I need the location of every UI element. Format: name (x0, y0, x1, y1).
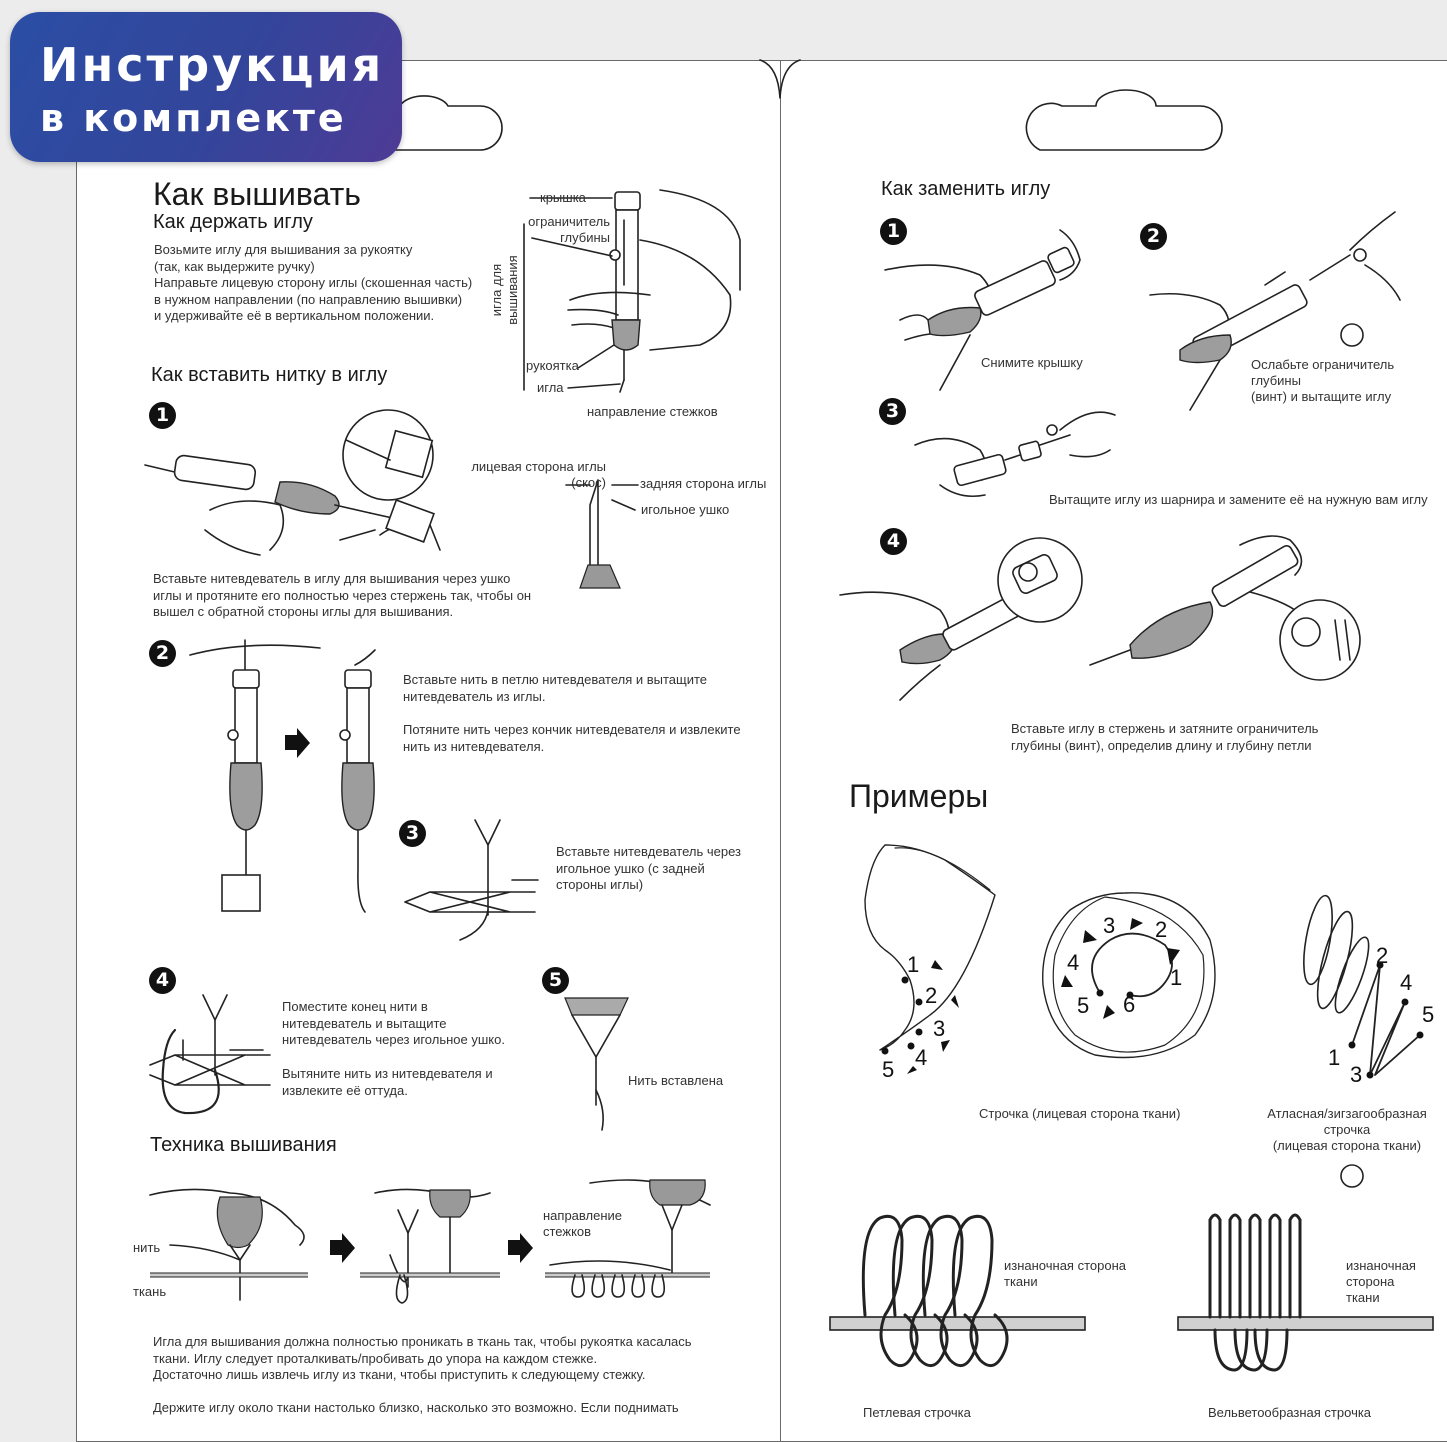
step-3-text: Вставьте нитевдеватель через игольное уш… (556, 844, 766, 894)
thread-heading: Как вставить нитку в иглу (151, 364, 387, 387)
step-4-illustration (145, 990, 275, 1120)
label-direction: направление стежков (587, 404, 718, 420)
step-3-illustration (400, 820, 545, 945)
step-1-illustration (140, 410, 460, 560)
zigzag-num-1: 1 (1328, 1045, 1340, 1070)
label-fabric: ткань (133, 1284, 166, 1300)
technique-text-1: Игла для вышивания должна полностью прон… (153, 1334, 753, 1384)
zigzag-num-3: 3 (1350, 1062, 1362, 1087)
step-5-illustration (560, 995, 640, 1135)
label-handle: рукоятка (526, 358, 579, 374)
loop-stitch-example (830, 1210, 1090, 1380)
replace-step-1-caption: Снимите крышку (981, 355, 1083, 371)
step-2-illustration (185, 640, 395, 920)
label-stitch-direction: направление стежков (543, 1208, 622, 1240)
spiral-num-3: 3 (1103, 913, 1115, 938)
step-4-text-1: Поместите конец нити в нитевдеватель и в… (282, 999, 532, 1049)
velvet-stitch-caption: Вельветообразная строчка (1208, 1405, 1371, 1421)
loop-stitch-caption: Петлевая строчка (863, 1405, 971, 1421)
technique-text-2: Держите иглу около ткани настолько близк… (153, 1400, 753, 1417)
spiral-num-2: 2 (1155, 917, 1167, 942)
spiral-num-1: 1 (1170, 965, 1182, 990)
label-thread: нить (133, 1240, 160, 1256)
card-hole-marker-2 (1338, 1162, 1368, 1192)
replace-step-3-caption: Вытащите иглу из шарнира и замените её н… (1049, 492, 1447, 508)
technique-heading: Техника вышивания (150, 1134, 337, 1157)
replace-step-3-illustration (910, 405, 1130, 505)
hold-text: Возьмите иглу для вышивания за рукоятку … (154, 242, 499, 325)
replace-step-2-caption: Ослабьте ограничитель глубины (винт) и в… (1251, 357, 1441, 405)
step-1-text: Вставьте нитевдеватель в иглу для вышива… (153, 571, 573, 621)
hold-heading: Как держать иглу (153, 211, 313, 234)
line-num-4: 4 (915, 1045, 927, 1070)
velvet-back-side-label: изнаночная сторона ткани (1346, 1258, 1446, 1306)
spiral-stitch-example: 1 2 3 4 5 6 (1035, 885, 1225, 1070)
replace-step-4-caption: Вставьте иглу в стержень и затяните огра… (1011, 721, 1371, 754)
badge-line-2: в комплекте (40, 96, 347, 140)
line-stitch-example: 1 2 3 4 5 (855, 840, 1015, 1090)
replace-heading: Как заменить иглу (881, 178, 1050, 201)
spiral-num-6: 6 (1123, 992, 1135, 1017)
label-limiter: ограничитель глубины (524, 214, 610, 246)
label-needle-for: игла для вышивания (489, 250, 521, 330)
loop-back-side-label: изнаночная сторона ткани (1004, 1258, 1126, 1290)
line-num-5: 5 (882, 1057, 894, 1082)
line-num-3: 3 (933, 1016, 945, 1041)
zigzag-num-5: 5 (1422, 1002, 1434, 1027)
line-num-2: 2 (925, 983, 937, 1008)
replace-step-4-illustration (840, 530, 1370, 705)
step-2-number: 2 (149, 640, 176, 667)
spiral-num-4: 4 (1067, 950, 1079, 975)
step-5-number: 5 (542, 967, 569, 994)
needle-pointer-arrows (560, 478, 640, 518)
line-stitch-caption: Строчка (лицевая сторона ткани) (979, 1106, 1180, 1122)
examples-heading: Примеры (849, 778, 988, 815)
badge-line-1: Инструкция (40, 38, 384, 92)
zigzag-num-2: 2 (1376, 943, 1388, 968)
label-eye: игольное ушко (641, 502, 729, 518)
page-title: Как вышивать (153, 176, 361, 213)
zigzag-stitch-example: 1 2 3 4 5 (1280, 890, 1447, 1090)
replace-step-3-number: 3 (879, 398, 906, 425)
step-4-text-2: Вытяните нить из нитевдевателя и извлеки… (282, 1066, 522, 1099)
zigzag-num-4: 4 (1400, 970, 1412, 995)
technique-illustration (130, 1175, 730, 1325)
step-5-text: Нить вставлена (628, 1073, 723, 1089)
satin-stitch-caption: Атласная/зигзагообразная строчка (лицева… (1247, 1106, 1447, 1154)
label-cap: крышка (540, 190, 586, 206)
step-2-text-1: Вставьте нить в петлю нитевдевателя и вы… (403, 672, 763, 705)
kit-instruction-badge: Инструкция в комплекте (10, 12, 402, 162)
line-num-1: 1 (907, 952, 919, 977)
label-back-side: задняя сторона иглы (640, 476, 766, 492)
card-divider-notch (760, 58, 800, 98)
label-needle: игла (537, 380, 564, 396)
right-card-hang-hole (1030, 88, 1230, 158)
step-2-text-2: Потяните нить через кончик нитевдевателя… (403, 722, 773, 755)
spiral-num-5: 5 (1077, 993, 1089, 1018)
